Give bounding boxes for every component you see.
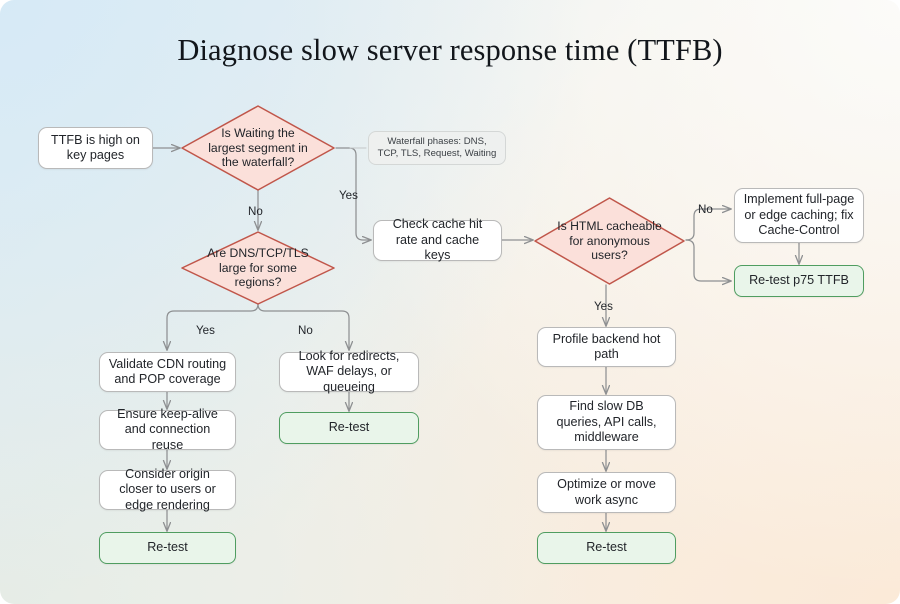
node-validate-cdn-routing[interactable]: Validate CDN routing and POP coverage (99, 352, 236, 392)
node-check-cache[interactable]: Check cache hit rate and cache keys (373, 217, 502, 262)
edge-label-d1-yes: Yes (339, 189, 358, 202)
node-decision-dns-tcp-tls-label: Are DNS/TCP/TLS large for some regions? (207, 246, 309, 290)
diamond-shape-3 (534, 197, 685, 285)
page-title: Diagnose slow server response time (TTFB… (177, 33, 723, 67)
node-decision-html-cacheable-label: Is HTML cacheable for anonymous users? (557, 219, 662, 263)
node-implement-caching[interactable]: Implement full-page or edge caching; fix… (734, 188, 864, 243)
node-decision-html-cacheable[interactable]: Is HTML cacheable for anonymous users? (533, 196, 686, 286)
node-ensure-keepalive[interactable]: Ensure keep-alive and connection reuse (99, 407, 236, 452)
edge-label-d2-no: No (298, 324, 313, 337)
node-profile-backend[interactable]: Profile backend hot path (537, 327, 676, 367)
edge-label-d1-no: No (248, 205, 263, 218)
node-decision-dns-tcp-tls[interactable]: Are DNS/TCP/TLS large for some regions? (180, 230, 336, 306)
node-retest-right[interactable]: Re-test (537, 532, 676, 564)
node-find-slow-db[interactable]: Find slow DB queries, API calls, middlew… (537, 395, 676, 450)
diamond-shape-2 (181, 231, 335, 305)
node-retest-mid[interactable]: Re-test (279, 412, 419, 444)
node-retest-p75[interactable]: Re-test p75 TTFB (734, 265, 864, 297)
node-start[interactable]: TTFB is high on key pages (38, 127, 153, 169)
node-optimize-async[interactable]: Optimize or move work async (537, 472, 676, 513)
node-retest-left[interactable]: Re-test (99, 532, 236, 564)
node-decision-waiting-segment-label: Is Waiting the largest segment in the wa… (208, 126, 308, 170)
note-waterfall-phases: Waterfall phases: DNS, TCP, TLS, Request… (368, 131, 506, 165)
edge-label-d3-yes: Yes (594, 300, 613, 313)
node-decision-waiting-segment[interactable]: Is Waiting the largest segment in the wa… (180, 104, 336, 192)
diamond-shape-1 (181, 105, 335, 191)
edge-label-d3-no: No (698, 203, 713, 216)
edge-label-d2-yes: Yes (196, 324, 215, 337)
node-redirects-waf[interactable]: Look for redirects, WAF delays, or queue… (279, 349, 419, 394)
node-origin-closer[interactable]: Consider origin closer to users or edge … (99, 467, 236, 512)
